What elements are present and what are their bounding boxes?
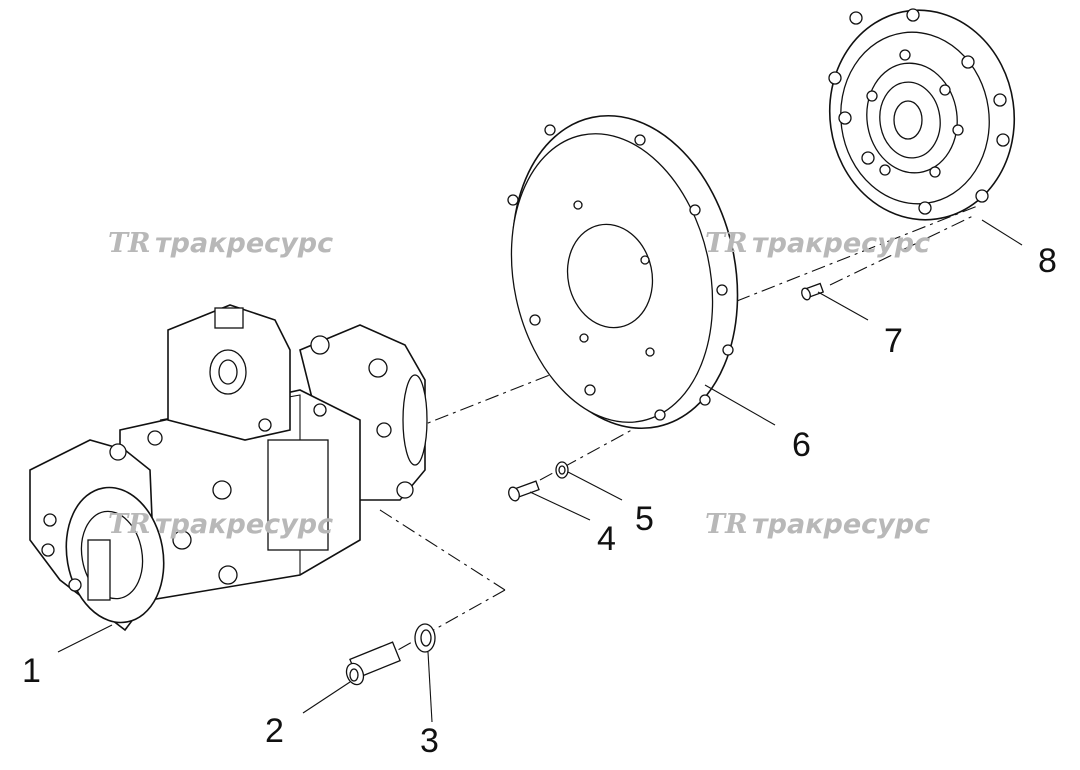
- callout-5: 5: [635, 500, 654, 538]
- watermark-text: тракресурс: [752, 509, 930, 540]
- callout-8: 8: [1038, 242, 1057, 280]
- leader-lines: [57, 219, 1023, 723]
- cap-screw: [345, 641, 401, 686]
- callout-3: 3: [420, 722, 439, 760]
- adapter-plate-bolts: [507, 124, 734, 421]
- adapter-plate: [507, 114, 739, 430]
- callout-labels: 1 2 3 4 5 6 7 8: [22, 242, 1057, 760]
- watermark-top-left: TR тракресурс: [108, 228, 333, 259]
- watermark-logo: TR: [108, 509, 151, 540]
- watermark-text: тракресурс: [155, 509, 333, 540]
- watermark-text: тракресурс: [155, 228, 333, 259]
- watermark-bottom-right: TR тракресурс: [705, 509, 930, 540]
- watermark-logo: TR: [108, 228, 151, 259]
- washer-small: [555, 461, 569, 479]
- watermark-text: тракресурс: [752, 228, 930, 259]
- callout-1: 1: [22, 652, 41, 690]
- washer-large: [414, 623, 436, 653]
- watermark-top-right: TR тракресурс: [705, 228, 930, 259]
- hydraulic-pump: [29, 304, 428, 632]
- watermark-bottom-left: TR тракресурс: [108, 509, 333, 540]
- coupling-disc: [828, 8, 1016, 221]
- coupling-disc-bolts: [828, 8, 1010, 215]
- callout-2: 2: [265, 712, 284, 750]
- watermark-logo: TR: [705, 228, 748, 259]
- callout-6: 6: [792, 426, 811, 464]
- callout-4: 4: [597, 520, 616, 558]
- bolt-medium: [508, 480, 540, 502]
- callout-7: 7: [884, 322, 903, 360]
- watermark-logo: TR: [705, 509, 748, 540]
- bolt-small: [801, 282, 825, 301]
